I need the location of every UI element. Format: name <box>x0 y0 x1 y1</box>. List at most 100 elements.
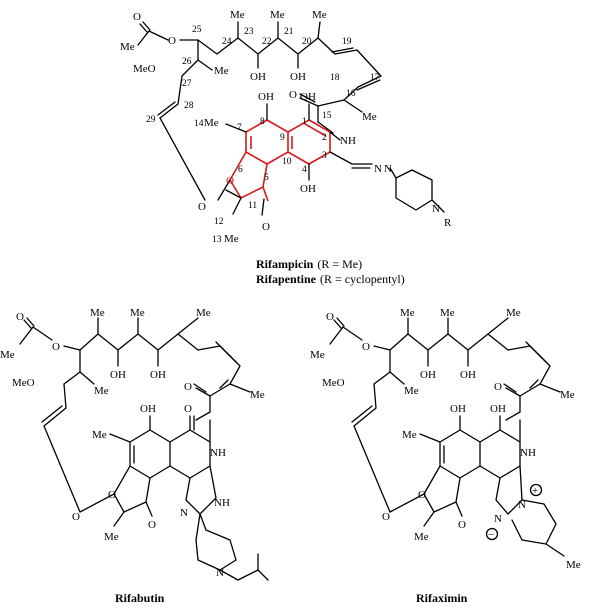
rifampicin-atom-ring-o: O <box>198 201 206 213</box>
locant-29: 29 <box>146 115 156 125</box>
rifaximin-atom-me-dbl: Me <box>560 389 575 401</box>
locant-2: 2 <box>322 133 327 143</box>
rifampicin-atom-me13: Me <box>224 233 239 245</box>
locant-11: 11 <box>248 201 257 211</box>
locant-20: 20 <box>302 37 312 47</box>
rifabutin-atom-nh-ring: NH <box>214 497 230 509</box>
rifaximin-caption: Rifaximin <box>416 591 468 605</box>
locant-24: 24 <box>222 37 232 47</box>
locant-21: 21 <box>284 27 294 37</box>
rifaximin-atom-ketone-o: O <box>458 519 466 531</box>
rifaximin-atom-furan-o: O <box>418 489 426 501</box>
rifabutin-atom-nh-amide: NH <box>210 447 226 459</box>
rifaximin-atom-oh-ar1: OH <box>450 403 466 415</box>
rifampicin-atom-me14: Me <box>204 117 219 129</box>
rifampicin-caption: Rifampicin(R = Me) <box>256 257 362 271</box>
locant-16: 16 <box>346 89 356 99</box>
rifaximin-atom-me4: Me <box>404 385 419 397</box>
locant-19: 19 <box>342 37 352 47</box>
rifabutin-atom-meo: MeO <box>12 377 35 389</box>
rifampicin-core-substituents <box>217 103 445 216</box>
rifabutin-atom-me-ar: Me <box>92 429 107 441</box>
locant-28: 28 <box>184 101 194 111</box>
rifabutin-atom-me3: Me <box>196 307 211 319</box>
locant-1: 1 <box>302 117 307 127</box>
rifampicin-atom-me22: Me <box>270 9 285 21</box>
rifaximin-atom-ac-me: Me <box>310 349 325 361</box>
rifaximin-atom-ring-o: O <box>382 511 390 523</box>
rifaximin-structure: O Me O Me Me Me Me OH OH MeO O Me NH OH … <box>310 307 581 605</box>
locant-26: 26 <box>182 57 192 67</box>
locant-10: 10 <box>282 157 292 167</box>
rifaximin-bonds <box>329 317 565 557</box>
locant-9: 9 <box>280 133 285 143</box>
locant-18: 18 <box>330 73 340 83</box>
rifaximin-minus-charge-circle <box>485 527 499 541</box>
rifampicin-acetyl-bonds <box>137 21 199 46</box>
rifampicin-atom-oh21: OH <box>290 71 306 83</box>
rifampicin-atom-meo27: MeO <box>133 63 156 75</box>
rifabutin-bonds <box>19 317 269 581</box>
locant-7: 7 <box>237 123 242 133</box>
rifabutin-atom-me-q: Me <box>104 531 119 543</box>
rifampicin-atom-furan-o: O <box>226 175 234 187</box>
rifabutin-atom-quinone-o: O <box>184 403 192 415</box>
locant-12: 12 <box>214 217 224 227</box>
rifabutin-atom-me1: Me <box>90 307 105 319</box>
rifabutin-atom-amide-o: O <box>184 381 192 393</box>
rifampicin-atom-imine-n: N <box>374 163 382 175</box>
rifabutin-atom-n-ring: N <box>180 507 188 519</box>
rifabutin-atom-me-dbl: Me <box>250 389 265 401</box>
rifampicin-atom-r: R <box>444 217 452 229</box>
locant-8: 8 <box>260 117 265 127</box>
rifampicin-locants: 25 24 23 22 21 20 19 18 17 16 15 26 27 2… <box>146 25 380 245</box>
rifampicin-atom-pip-n1: N <box>384 163 392 175</box>
rifaximin-atom-me-q: Me <box>414 531 429 543</box>
rifampicin-atom-oh4: OH <box>300 183 316 195</box>
rifabutin-atom-ring-o: O <box>72 511 80 523</box>
locant-25: 25 <box>192 25 202 35</box>
rifaximin-atom-nh-amide: NH <box>520 447 536 459</box>
locant-22: 22 <box>262 37 272 47</box>
rifabutin-atom-ester-o: O <box>52 341 60 353</box>
rifampicin-atom-amide-o: O <box>289 89 297 101</box>
rifaximin-atom-me3: Me <box>506 307 521 319</box>
rifampicin-atom-pip-n2: N <box>432 203 440 215</box>
rifaximin-atom-oh-ar2: OH <box>490 403 506 415</box>
rifaximin-plus-sign: + <box>532 485 538 497</box>
rifabutin-structure: O Me O Me Me Me Me OH OH MeO O Me NH OH … <box>0 307 269 605</box>
rifabutin-atom-ac-o: O <box>16 311 24 323</box>
rifabutin-atom-me2: Me <box>130 307 145 319</box>
rifampicin-ansa-chain <box>157 21 382 201</box>
locant-17: 17 <box>370 73 380 83</box>
locant-6: 6 <box>238 165 243 175</box>
rifampicin-atom-oh8: OH <box>258 91 274 103</box>
locant-14: 14 <box>194 119 204 129</box>
rifabutin-atom-oh2: OH <box>150 369 166 381</box>
rifaximin-atom-n-plus: N <box>518 499 526 511</box>
rifabutin-atom-n-pip: N <box>216 567 224 579</box>
rifaximin-atom-oh2: OH <box>460 369 476 381</box>
rifabutin-atom-ac-me: Me <box>0 349 15 361</box>
rifabutin-atom-ketone-o: O <box>148 519 156 531</box>
rifampicin-atom-ac-me: Me <box>120 41 135 53</box>
rifaximin-plus-charge-circle <box>529 483 543 497</box>
rifampicin-atom-ketone-o: O <box>262 221 270 233</box>
rifampicin-atom-nh: NH <box>340 135 356 147</box>
rifampicin-atom-me16: Me <box>362 111 377 123</box>
locant-4: 4 <box>302 165 307 175</box>
locant-27: 27 <box>182 79 192 89</box>
rifabutin-atom-oh-ar: OH <box>140 403 156 415</box>
rifabutin-atom-me4: Me <box>94 385 109 397</box>
locant-5: 5 <box>264 173 269 183</box>
rifaximin-minus-sign: − <box>488 529 494 541</box>
rifaximin-atom-oh1: OH <box>420 369 436 381</box>
rifabutin-atom-oh1: OH <box>110 369 126 381</box>
locant-13: 13 <box>212 235 222 245</box>
rifampicin-atom-ac-o: O <box>133 11 141 23</box>
rifampicin-atom-me26: Me <box>214 65 229 77</box>
rifampicin-atom-me20: Me <box>312 9 327 21</box>
rifampicin-atom-oh1: OH <box>300 91 316 103</box>
rifapentine-caption: Rifapentine(R = cyclopentyl) <box>256 272 405 286</box>
